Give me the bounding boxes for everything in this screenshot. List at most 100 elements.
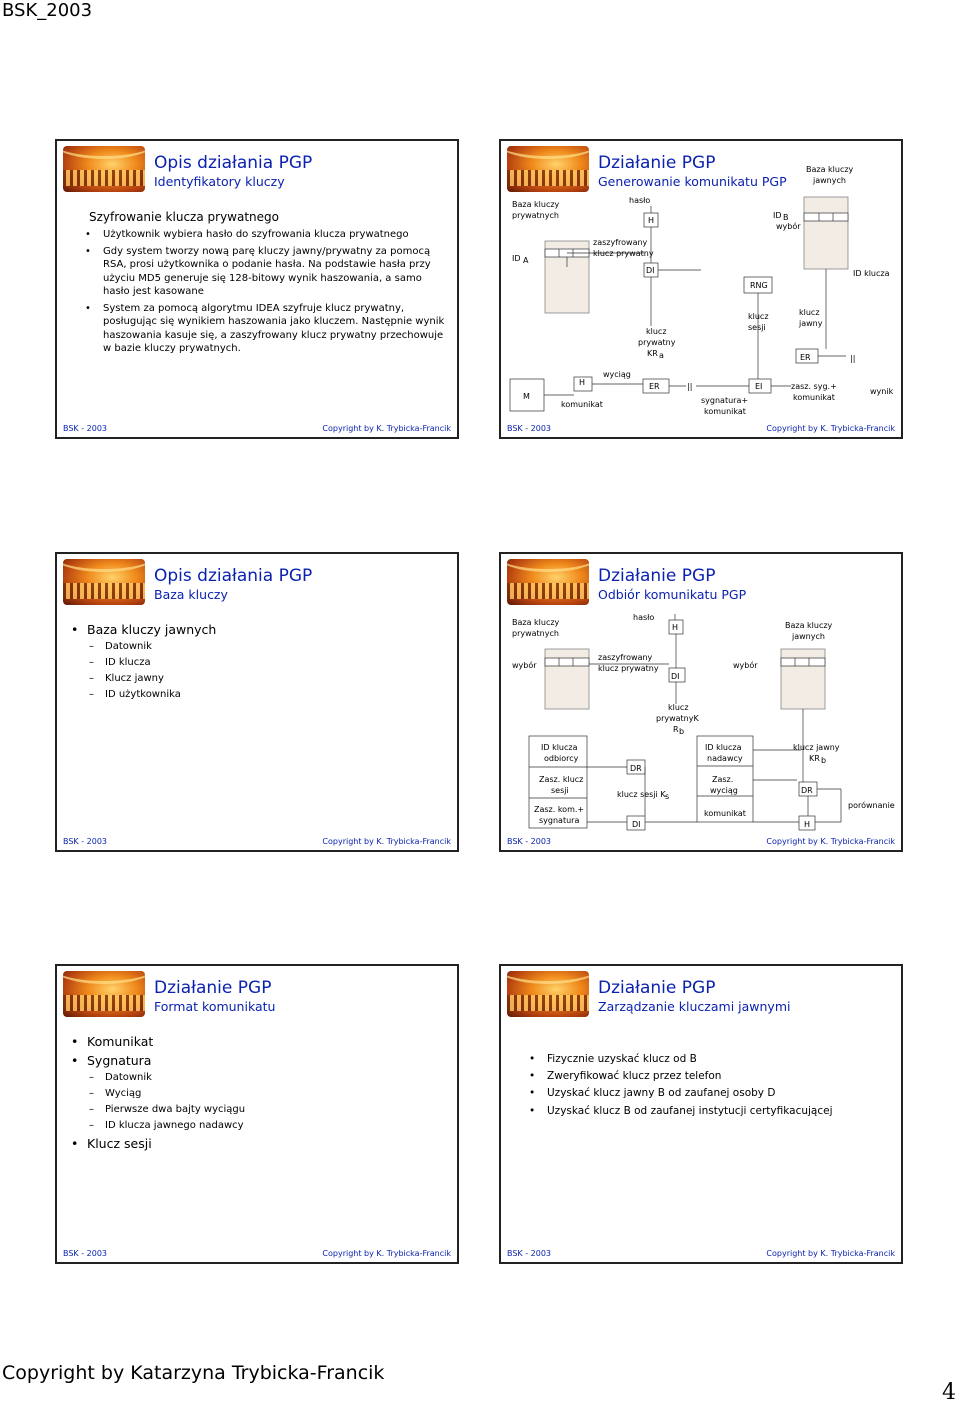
label-recipient-id: odbiorcy bbox=[544, 754, 579, 763]
label-session-key-sub: s bbox=[665, 792, 669, 801]
label-h: H bbox=[648, 216, 654, 225]
label-session-key: sesji bbox=[748, 323, 766, 332]
label-session-key: klucz sesji K bbox=[617, 790, 666, 799]
page-number: 4 bbox=[942, 1380, 956, 1405]
slide-content: Komunikat Sygnatura Datownik Wyciąg Pier… bbox=[67, 1034, 447, 1155]
slide-title: Opis działania PGP bbox=[154, 566, 312, 586]
label-private-keyring: Baza kluczy bbox=[512, 618, 560, 627]
label-id-a-sub: A bbox=[523, 256, 529, 265]
slide-generowanie-komunikatu: Działanie PGP Generowanie komunikatu PGP… bbox=[499, 139, 903, 439]
sub-item: ID klucza jawnego nadawcy bbox=[67, 1118, 447, 1134]
slide-content: Fizycznie uzyskać klucz od B Zweryfikowa… bbox=[511, 1052, 891, 1121]
label-public-keyring: jawnych bbox=[791, 632, 825, 641]
label-di: DI bbox=[632, 820, 641, 829]
bullet-list: Fizycznie uzyskać klucz od B Zweryfikowa… bbox=[511, 1052, 891, 1118]
label-choice: wybór bbox=[512, 660, 537, 670]
sub-list: Datownik ID klucza Klucz jawny ID użytko… bbox=[67, 639, 447, 703]
label-encrypted-key: klucz prywatny bbox=[598, 664, 659, 673]
label-encrypted-message: sygnatura bbox=[539, 816, 579, 825]
label-public-keyring: Baza kluczy bbox=[806, 165, 854, 174]
label-recipient-id: ID klucza bbox=[541, 743, 578, 752]
label-public-key: klucz jawny bbox=[793, 743, 840, 752]
label-private-key: klucz bbox=[668, 703, 689, 712]
label-encrypted-signature: komunikat bbox=[793, 393, 835, 402]
label-signature: komunikat bbox=[704, 407, 746, 416]
label-sender-id: ID klucza bbox=[705, 743, 742, 752]
label-h: H bbox=[579, 378, 585, 387]
slide-logo-image bbox=[63, 146, 145, 192]
bullet-item: Baza kluczy jawnych Datownik ID klucza K… bbox=[67, 622, 447, 703]
label-session-key: klucz bbox=[748, 312, 769, 321]
label-password: hasło bbox=[629, 196, 650, 205]
bullet-item: Użytkownik wybiera hasło do szyfrowania … bbox=[67, 228, 447, 242]
label-private-keyring: prywatnych bbox=[512, 211, 559, 220]
slide-title: Działanie PGP bbox=[598, 978, 715, 998]
label-public-keyring: jawnych bbox=[812, 176, 846, 185]
label-public-key: klucz bbox=[799, 308, 820, 317]
label-encrypted-message: Zasz. kom.+ bbox=[534, 805, 584, 814]
label-encrypted-digest: wyciąg bbox=[710, 786, 738, 795]
slide-subtitle: Identyfikatory kluczy bbox=[154, 174, 285, 189]
label-encrypted-session-key: sesji bbox=[551, 786, 569, 795]
slide-title: Opis działania PGP bbox=[154, 153, 312, 173]
label-er: ER bbox=[649, 382, 660, 391]
sub-item: ID klucza bbox=[67, 655, 447, 671]
bullet-item: Zweryfikować klucz przez telefon bbox=[511, 1069, 891, 1083]
label-di: DI bbox=[671, 672, 680, 681]
bullet-item: System za pomocą algorytmu IDEA szyfruje… bbox=[67, 302, 447, 356]
slide-footer-right: Copyright by K. Trybicka-Francik bbox=[322, 1249, 451, 1258]
page-footer: Copyright by Katarzyna Trybicka-Francik bbox=[2, 1362, 384, 1384]
label-private-key-sub: b bbox=[679, 727, 684, 736]
keyring-row bbox=[804, 213, 848, 221]
label-concat: || bbox=[687, 382, 692, 391]
label-public-keyring: Baza kluczy bbox=[785, 621, 833, 630]
bullet-text: Baza kluczy jawnych bbox=[87, 622, 216, 637]
label-message: komunikat bbox=[561, 400, 603, 409]
bullet-list: Baza kluczy jawnych Datownik ID klucza K… bbox=[67, 622, 447, 703]
pgp-receive-diagram: Baza kluczy prywatnych hasło H wybór zas… bbox=[501, 554, 901, 850]
slide-footer-left: BSK - 2003 bbox=[507, 1249, 551, 1258]
label-concat: || bbox=[850, 354, 855, 363]
label-private-key: klucz bbox=[646, 327, 667, 336]
bullet-list: Komunikat Sygnatura Datownik Wyciąg Pier… bbox=[67, 1034, 447, 1153]
label-signature: sygnatura+ bbox=[701, 396, 748, 405]
sub-item: Klucz jawny bbox=[67, 671, 447, 687]
label-er: ER bbox=[800, 353, 811, 362]
pgp-send-diagram: Baza kluczy prywatnych ID A hasło H zasz… bbox=[501, 141, 901, 437]
slide-content: Szyfrowanie klucza prywatnego Użytkownik… bbox=[67, 209, 447, 359]
slide-subtitle: Zarządzanie kluczami jawnymi bbox=[598, 999, 790, 1014]
slide-footer-right: Copyright by K. Trybicka-Francik bbox=[322, 837, 451, 846]
keyring-row bbox=[545, 658, 589, 666]
label-ei: EI bbox=[755, 382, 762, 391]
sub-list: Datownik Wyciąg Pierwsze dwa bajty wycią… bbox=[67, 1070, 447, 1134]
bullet-item: Sygnatura Datownik Wyciąg Pierwsze dwa b… bbox=[67, 1053, 447, 1134]
label-choice: wybór bbox=[776, 221, 801, 231]
label-m: M bbox=[523, 392, 530, 401]
label-id-a: ID bbox=[512, 254, 521, 263]
keyring-row bbox=[781, 658, 825, 666]
label-message: komunikat bbox=[704, 809, 746, 818]
bullet-item: Komunikat bbox=[67, 1034, 447, 1051]
label-encrypted-key: klucz prywatny bbox=[593, 249, 654, 258]
label-encrypted-signature: zasz. syg.+ bbox=[791, 382, 837, 391]
sub-item: Wyciąg bbox=[67, 1086, 447, 1102]
bullet-item: Uzyskać klucz B od zaufanej instytucji c… bbox=[511, 1104, 891, 1118]
slide-identyfikatory-kluczy: Opis działania PGP Identyfikatory kluczy… bbox=[55, 139, 459, 439]
slide-format-komunikatu: Działanie PGP Format komunikatu Komunika… bbox=[55, 964, 459, 1264]
slide-footer-left: BSK - 2003 bbox=[63, 837, 107, 846]
page-header: BSK_2003 bbox=[2, 0, 92, 21]
label-encrypted-key: zaszyfrowany bbox=[598, 653, 653, 662]
label-h: H bbox=[804, 820, 810, 829]
label-id-b: ID bbox=[773, 211, 782, 220]
label-public-key: jawny bbox=[798, 319, 823, 328]
bullet-item: Fizycznie uzyskać klucz od B bbox=[511, 1052, 891, 1066]
label-public-key-sub: b bbox=[821, 756, 826, 765]
label-private-key: prywatny bbox=[638, 338, 676, 347]
label-private-keyring: prywatnych bbox=[512, 629, 559, 638]
label-h: H bbox=[672, 623, 678, 632]
slide-baza-kluczy: Opis działania PGP Baza kluczy Baza kluc… bbox=[55, 552, 459, 852]
label-kr-sub: a bbox=[659, 351, 664, 360]
public-keyring-box bbox=[804, 197, 848, 269]
sub-item: Datownik bbox=[67, 639, 447, 655]
slide-title: Działanie PGP bbox=[154, 978, 271, 998]
